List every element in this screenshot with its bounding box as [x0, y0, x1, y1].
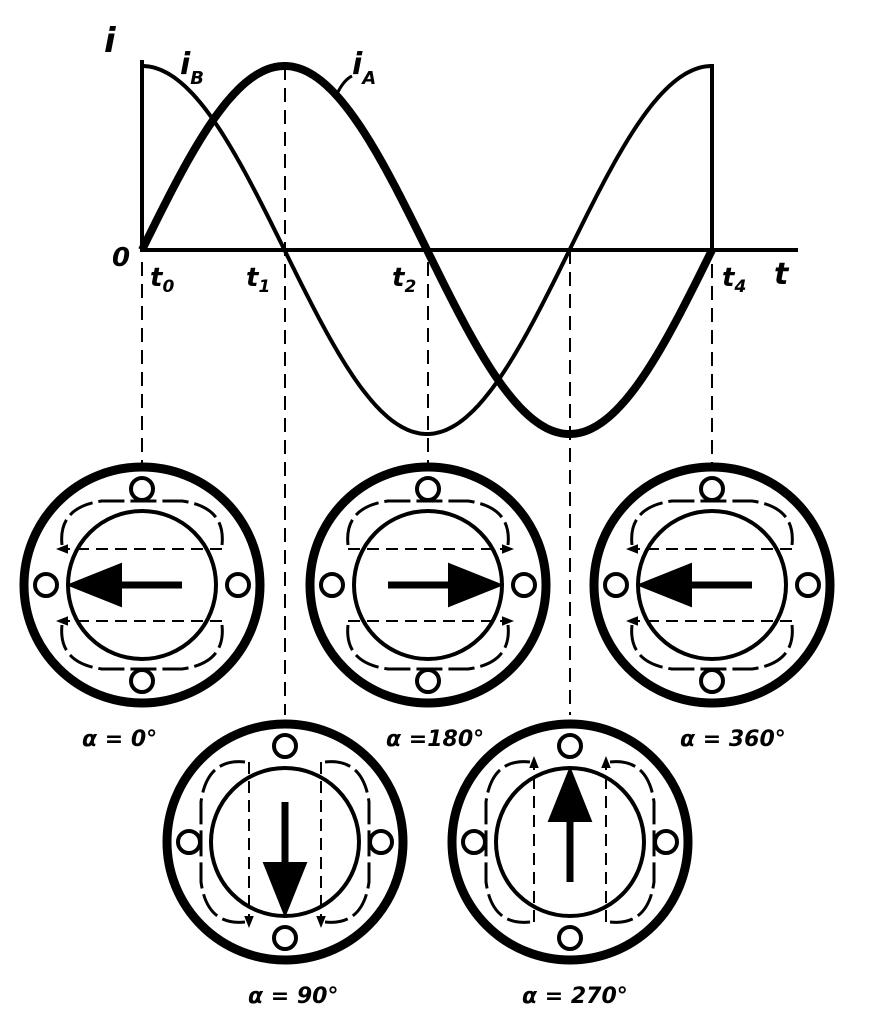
slot-icon: [129, 668, 155, 694]
winding-coil: [484, 760, 531, 924]
slot-icon: [415, 476, 441, 502]
tick-t0: t0: [150, 263, 174, 297]
curve-i-b: [142, 64, 714, 436]
winding-coil: [346, 499, 510, 546]
stator-180: [305, 462, 551, 708]
curve-a-leader: [336, 74, 353, 93]
winding-coil: [324, 760, 371, 924]
slot-icon: [368, 829, 394, 855]
stator-outer-ring: [305, 462, 551, 708]
slot-icon: [129, 476, 155, 502]
slot-icon: [272, 733, 298, 759]
winding-coil: [199, 760, 246, 924]
slot-icon: [699, 668, 725, 694]
winding-coil: [609, 760, 656, 924]
slot-icon: [272, 925, 298, 951]
slot-icon: [225, 572, 251, 598]
slot-icon: [557, 925, 583, 951]
curve-a-label: iA: [352, 47, 376, 89]
slot-icon: [319, 572, 345, 598]
winding-coil: [346, 624, 510, 671]
tick-t1: t1: [246, 263, 270, 297]
slot-icon: [653, 829, 679, 855]
curve-b-label: iB: [180, 47, 204, 89]
slot-icon: [415, 668, 441, 694]
slot-icon: [176, 829, 202, 855]
graph-axes: [140, 60, 798, 252]
curve-i-a: [138, 62, 716, 438]
stator-270: [447, 719, 693, 965]
winding-coil: [630, 624, 794, 671]
stator-labels: α = 0° α =180° α = 360° α = 90° α = 270°: [82, 727, 786, 1009]
stator-label-360: α = 360°: [680, 727, 786, 752]
tick-t2: t2: [392, 263, 416, 297]
winding-coil: [630, 499, 794, 546]
stator-outer-ring: [19, 462, 265, 708]
stator-0: [19, 462, 265, 708]
slot-icon: [699, 476, 725, 502]
tick-t4: t4: [722, 263, 746, 297]
slot-icon: [557, 733, 583, 759]
slot-icon: [795, 572, 821, 598]
slot-icon: [33, 572, 59, 598]
graph-labels: i t 0 iB iA t0 t1 t2 t4: [104, 21, 790, 297]
slot-icon: [603, 572, 629, 598]
x-axis-label: t: [774, 257, 790, 292]
projection-lines: [141, 66, 713, 715]
stator-360: [589, 462, 835, 708]
stator-label-90: α = 90°: [248, 984, 338, 1009]
stator-label-180: α =180°: [386, 727, 484, 752]
winding-coil: [60, 624, 224, 671]
slot-icon: [511, 572, 537, 598]
stator-outer-ring: [589, 462, 835, 708]
stator-outer-ring: [162, 719, 408, 965]
stator-90: [162, 719, 408, 965]
stator-outer-ring: [447, 719, 693, 965]
origin-label: 0: [112, 243, 130, 273]
y-axis-label: i: [104, 21, 117, 61]
stator-label-270: α = 270°: [522, 984, 628, 1009]
slot-icon: [461, 829, 487, 855]
stator-label-0: α = 0°: [82, 727, 157, 752]
winding-coil: [60, 499, 224, 546]
stator-diagrams: [19, 462, 835, 965]
